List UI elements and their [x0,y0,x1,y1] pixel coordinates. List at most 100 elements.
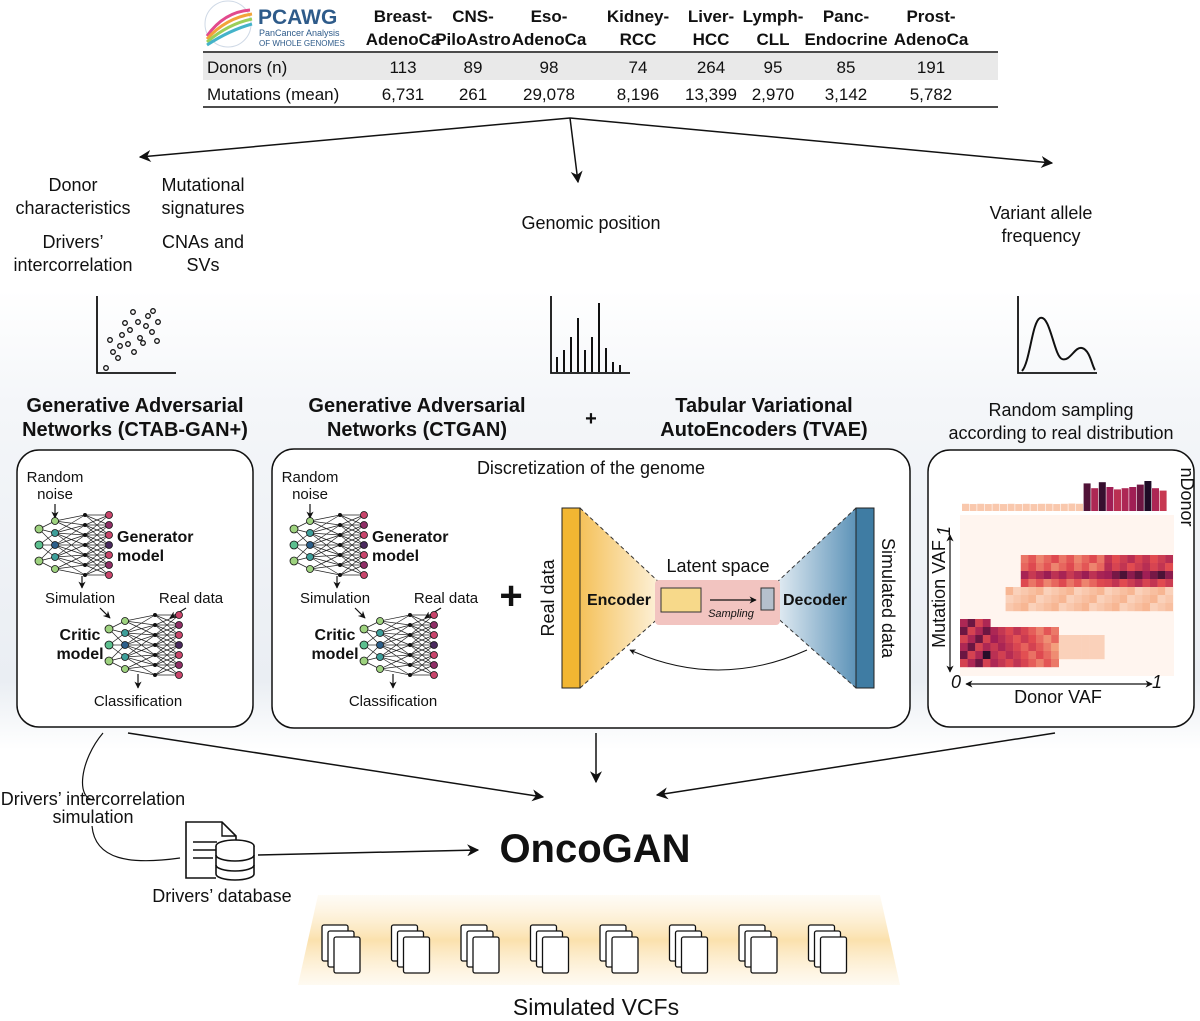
heatmap-cell [1096,563,1105,572]
heatmap-cell [1074,643,1082,652]
heatmap-cell [1036,659,1044,668]
ndonor-bar [1106,487,1114,511]
heatmap-cell [960,659,968,668]
heatmap-cell [1028,555,1037,564]
y-axis-max: 1 [934,526,954,536]
table-mutations-cell: 3,142 [825,85,868,104]
heatmap-cell [1112,587,1120,596]
ndonor-bar [977,503,985,511]
ndonor-bar [1060,503,1068,511]
table-donors-cell: 85 [837,58,856,77]
real-data-bar [561,507,581,689]
feature-labels: Donor characteristics Mutational signatu… [13,175,1092,275]
vcf-file-stack [668,924,709,974]
heatmap-cell [1157,579,1166,588]
vcf-file-stack [738,924,778,974]
heatmap-cell [1150,555,1158,564]
heatmap-cell [1142,603,1151,612]
title-ctgan-line2: Networks (CTGAN) [327,419,507,441]
heatmap-cell [1005,651,1014,660]
decoder-label: Decoder [783,592,847,609]
heatmap-cell [1134,579,1143,588]
heatmap-cell [1043,627,1052,636]
heatmap-cell [1127,603,1135,612]
heatmap-cell [1112,579,1120,588]
table-mutations-cell: 8,196 [617,85,660,104]
heatmap-cell [960,619,968,628]
heatmap-cell [1020,603,1029,612]
heatmap-cell [1051,627,1059,636]
title-ctabgan-line2: Networks (CTAB-GAN+) [22,419,248,441]
heatmap-cell [990,627,999,636]
heatmap-cell [1043,595,1052,604]
heatmap-cell [1043,635,1052,644]
heatmap-cell [1028,627,1037,636]
heatmap-cell [1142,579,1151,588]
model-titles: Generative Adversarial Networks (CTAB-GA… [22,395,1173,443]
heatmap-cell [1005,595,1014,604]
table-donors-cell: 264 [697,58,725,77]
heatmap-cell [967,619,976,628]
heatmap-cell [982,619,991,628]
heatmap-cell [1104,555,1113,564]
heatmap-cell [960,635,968,644]
heatmap-cell [1005,603,1014,612]
title-random-line2: according to real distribution [948,423,1173,443]
label-genomic-position: Genomic position [521,213,660,233]
table-row-donors-bg [203,53,998,80]
title-tvae-line2: AutoEncoders (TVAE) [660,419,867,441]
heatmap-cell [1028,571,1037,580]
heatmap-cell [1096,643,1105,652]
heatmap-cell [1028,579,1037,588]
real-data-label: Real data [538,558,558,636]
heatmap-cell [1066,579,1075,588]
heatmap-cell [1043,659,1052,668]
heatmap-cell [1013,587,1021,596]
heatmap-cell [1005,587,1014,596]
generator-network [289,511,368,579]
title-ctgan-line1: Generative Adversarial [308,395,525,417]
table-header-line1: CNS- [452,7,494,26]
heatmap-cell [1157,603,1166,612]
heatmap-cell [1058,587,1067,596]
heatmap-cell [1081,571,1090,580]
heatmap-cells [960,555,1173,668]
heatmap-cell [1013,603,1021,612]
table-donors-cell: 113 [389,58,416,77]
heatmap-cell [1066,587,1075,596]
heatmap-cell [990,643,999,652]
critic-network [104,611,183,679]
heatmap-cell [1119,555,1128,564]
ndonor-bar [1091,488,1099,511]
heatmap-cell [1096,571,1105,580]
table-mutations-cell: 6,731 [382,85,425,104]
ndonor-bar [984,504,992,511]
ndonor-bar [1098,482,1106,511]
label-drivers-line1: Drivers’ [43,232,104,252]
ndonor-bar [1129,487,1137,511]
label-signatures-line1: Mutational [161,175,244,195]
heatmap-cell [1150,563,1158,572]
table-header-line2: HCC [693,30,730,49]
heatmap-cell [1074,563,1082,572]
gan-real-data: Real data [159,590,224,607]
heatmap-cell [982,651,991,660]
heatmap-cell [1089,643,1097,652]
heatmap-cell [1036,555,1044,564]
ndonor-bar [1159,490,1167,511]
heatmap-cell [1134,563,1143,572]
simulated-data-label: Simulated data [878,538,898,659]
heatmap-cell [1066,555,1075,564]
heatmap-cell [1089,587,1097,596]
heatmap-cell [1074,595,1082,604]
heatmap-cell [1089,603,1097,612]
heatmap-cell [967,643,976,652]
vcf-file-stack [599,924,639,974]
heatmap-cell [1051,603,1059,612]
heatmap-cell [1005,627,1014,636]
table-columns: Breast-AdenoCa1136,731CNS-PiloAstro89261… [366,7,969,104]
ctabgan-box [16,449,254,728]
heatmap-cell [1134,587,1143,596]
encoder-label: Encoder [587,592,651,609]
